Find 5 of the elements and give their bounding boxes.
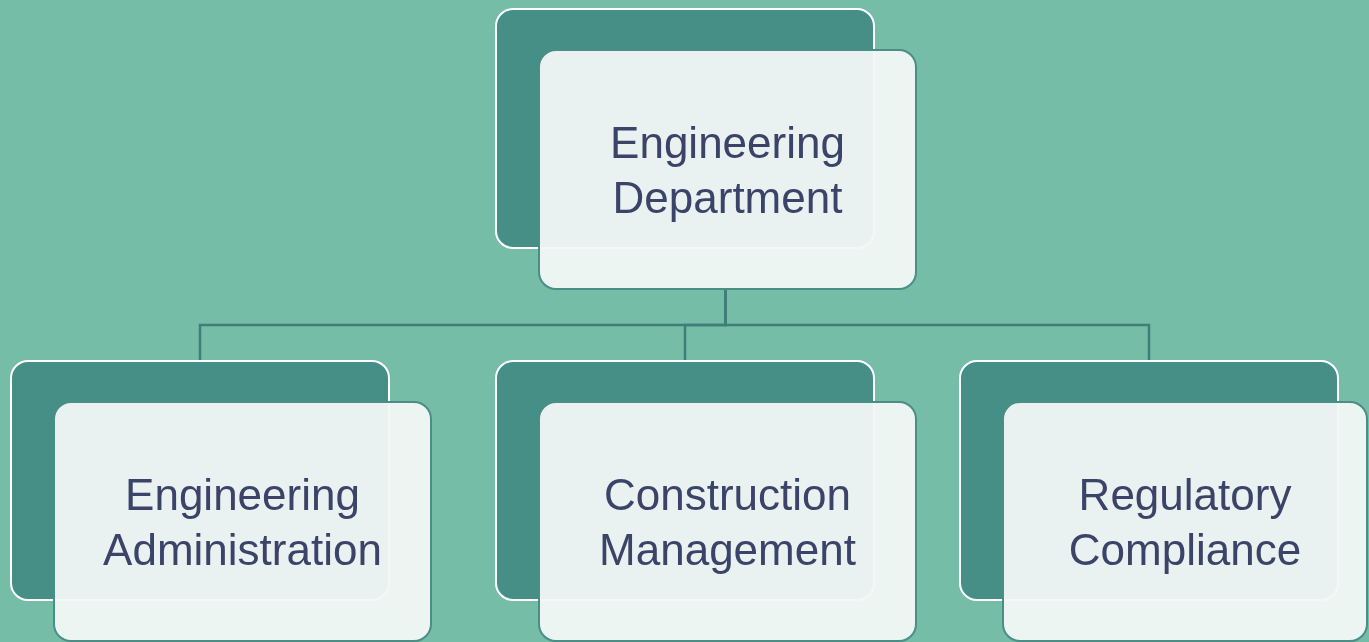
- connector-line: [724, 290, 1151, 360]
- node-label: Regulatory Compliance: [1067, 468, 1303, 576]
- node-label: Engineering Administration: [102, 468, 383, 576]
- node-label: Engineering Department: [609, 116, 846, 224]
- node-label: Construction Management: [598, 468, 857, 576]
